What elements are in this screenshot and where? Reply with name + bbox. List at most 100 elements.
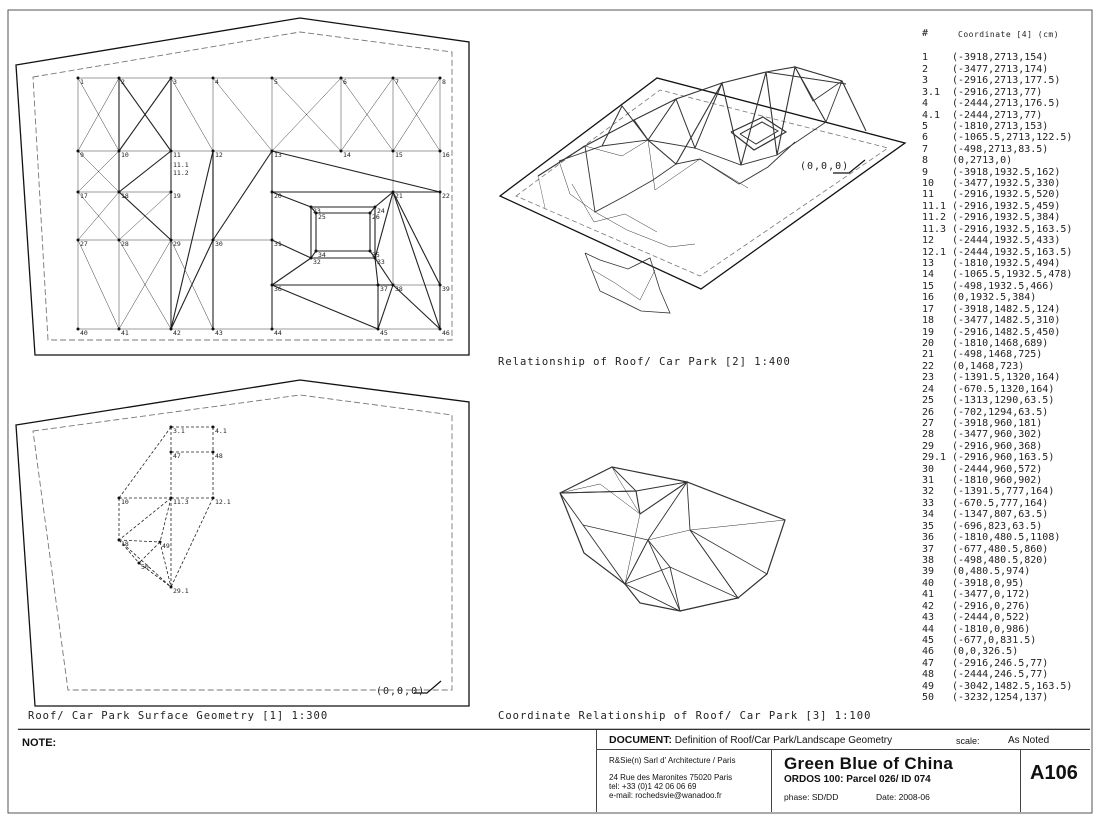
coordinate-id: 23 [922,372,935,384]
coordinate-row: 7(-498,2713,83.5) [922,144,1097,155]
grid-point [211,238,215,242]
coordinate-id: 9 [922,166,929,178]
site-boundary-1 [15,17,470,356]
coordinate-id: 11.1 [922,200,947,212]
grid-point [391,149,395,153]
coordinate-row: 28(-3477,960,302) [922,429,1097,440]
coordinate-table-header: # Coordinate [4] (cm) [922,28,1097,40]
coordinate-value: (-3477,1932.5,330) [952,178,1061,190]
wire-stroke [794,66,843,102]
site-boundary-4 [15,379,470,707]
document-label: DOCUMENT: [609,734,672,746]
coordinate-id: 1 [922,52,929,64]
grid-point [117,238,121,242]
surface-edge-dashed [170,497,214,588]
coordinate-row: 31(-1810,960,902) [922,475,1097,486]
coordinate-value: (-702,1294,63.5) [952,406,1049,418]
coordinate-value: (-2444,1932.5,163.5) [952,246,1073,258]
surface-point-label: 3.1 [173,427,185,435]
coordinate-id: 13 [922,258,935,270]
note-label: NOTE: [22,737,57,749]
grid-point-label: 9 [80,151,84,159]
header-id: # [922,28,929,39]
grid-point-label: 33 [377,258,385,266]
grid-point-label: 3 [173,78,177,86]
coordinate-id: 42 [922,600,935,612]
grid-point-label: 1 [80,78,84,86]
coordinate-row: 48(-2444,246.5,77) [922,669,1097,680]
coordinate-value: (-3042,1482.5,163.5) [952,680,1073,692]
grid-point [169,190,173,194]
coordinate-row: 4(-2444,2713,176.5) [922,98,1097,109]
grid-point-label: 8 [442,78,446,86]
coordinate-id: 35 [922,520,935,532]
grid-point-label: 11.2 [173,169,189,177]
grid-point-label: 46 [442,329,450,337]
grid-point-label: 21 [395,192,403,200]
grid-edge-bold [212,150,273,241]
grid-point [270,190,274,194]
grid-point [391,283,395,287]
coordinate-row: 3(-2916,2713,177.5) [922,75,1097,86]
grid-point [438,327,442,331]
grid-edge-bold [118,150,172,193]
coordinate-row: 18(-3477,1482.5,310) [922,315,1097,326]
coordinate-value: (-2916,1932.5,384) [952,212,1061,224]
coordinate-row: 21(-498,1468,725) [922,349,1097,360]
surface-point-label: 10 [121,498,129,506]
coordinate-value: (-670.5,1320,164) [952,383,1055,395]
coordinate-row: 20(-1810,1468,689) [922,338,1097,349]
coordinate-id: 11 [922,189,935,201]
coordinate-id: 20 [922,337,935,349]
grid-edge-bold [271,150,441,193]
coordinate-row: 39(0,480.5,974) [922,566,1097,577]
grid-point [211,327,215,331]
grid-point-label: 34 [318,251,326,259]
grid-edge-thin [77,191,120,241]
grid-point-label: 13 [274,151,282,159]
caption-drawing-2: Relationship of Roof/ Car Park [2] 1:400 [498,356,791,368]
coordinate-value: (-3918,1932.5,162) [952,166,1061,178]
grid-point [76,149,80,153]
surface-point [169,450,173,454]
coordinate-id: 25 [922,395,935,407]
coordinate-value: (-498,1932.5,466) [952,280,1055,292]
coordinate-value: (-677,0,831.5) [952,634,1037,646]
wire-stroke [558,80,843,166]
firm-name: R&Sie(n) Sarl d' Architecture / Paris [609,756,736,765]
grid-point [211,76,215,80]
coordinate-id: 46 [922,646,935,658]
coordinate-row: 11(-2916,1932.5,520) [922,189,1097,200]
coordinate-id: 33 [922,497,935,509]
grid-point [314,249,318,253]
coordinate-value: (-3918,960,181) [952,417,1043,429]
coordinate-row: 15(-498,1932.5,466) [922,281,1097,292]
grid-point-label: 14 [343,151,351,159]
coordinate-row: 22(0,1468,723) [922,361,1097,372]
coordinate-row: 47(-2916,246.5,77) [922,658,1097,669]
coordinate-row: 44(-1810,0,986) [922,624,1097,635]
grid-point [76,327,80,331]
coordinate-row: 36(-1810,480.5,1108) [922,532,1097,543]
coordinate-id: 27 [922,417,935,429]
wire-stroke [592,269,656,301]
coordinate-value: (-2916,2713,177.5) [952,75,1061,87]
coordinate-id: 38 [922,554,935,566]
grid-point-label: 40 [80,329,88,337]
wire-stroke [558,160,696,248]
wire-stroke [559,466,786,612]
grid-point [373,205,377,209]
grid-edge-thin [271,77,342,152]
coordinate-row: 30(-2444,960,572) [922,464,1097,475]
coordinate-value: (-1065.5,1932.5,478) [952,269,1073,281]
grid-edge-bold [170,150,214,330]
grid-point [368,249,372,253]
grid-point-label: 11.1 [173,161,189,169]
coordinate-value: (-2444,0,522) [952,612,1031,624]
coordinate-row: 12.1(-2444,1932.5,163.5) [922,247,1097,258]
coordinate-id: 8 [922,155,929,167]
grid-point [339,76,343,80]
coordinate-row: 38(-498,480.5,820) [922,555,1097,566]
scale-label: scale: [956,736,980,746]
surface-edge-dashed [118,539,140,564]
